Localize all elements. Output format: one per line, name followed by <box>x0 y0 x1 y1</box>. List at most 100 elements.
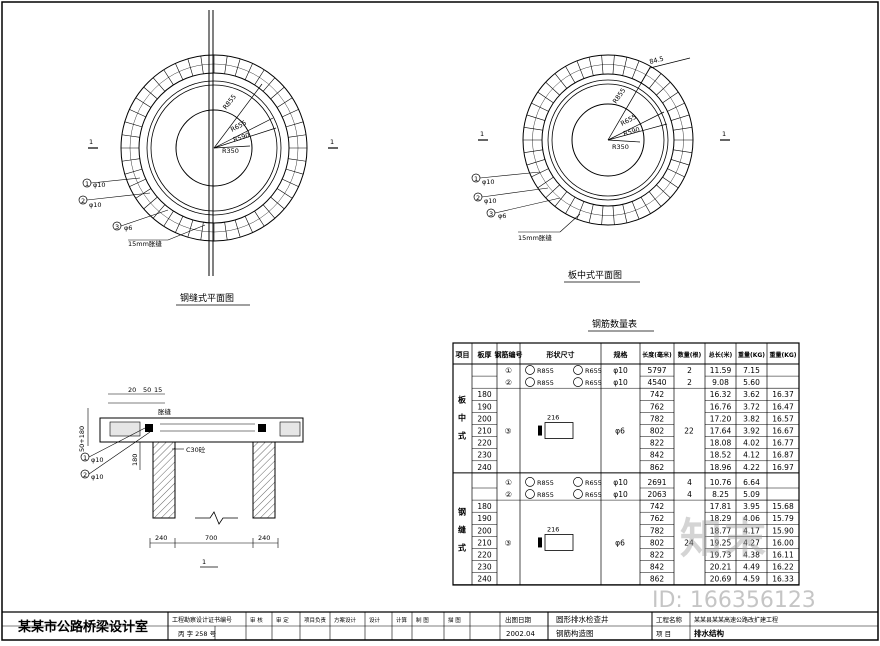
right-plan-view: 84.5 R855 R655 R590 R350 1 1 1 φ10 2 φ10… <box>471 54 730 283</box>
g2-label-char-0: 钢 <box>458 506 466 516</box>
g2-row-4-len: 782 <box>650 526 665 535</box>
brick-joint <box>631 201 640 220</box>
g1-third-no: ③ <box>505 427 512 436</box>
g2-row-1-len: 2063 <box>647 490 666 499</box>
right-radius-label-2: R655 <box>619 113 638 128</box>
g1-third-qty: 22 <box>684 427 694 436</box>
right-dim-label: 84.5 <box>649 55 665 66</box>
date-value: 2002.04 <box>506 630 535 638</box>
section-callout-1-bar: φ10 <box>91 456 104 464</box>
g1-row-1-w1: 5.60 <box>743 378 760 387</box>
left-callout-2-bar: φ10 <box>89 201 102 209</box>
g1-row-1-len: 4540 <box>647 378 666 387</box>
role-label-3: 方案设计 <box>334 616 357 624</box>
g1-row-7-tot: 18.52 <box>710 451 732 460</box>
g1-row-7-w2: 16.87 <box>772 451 794 460</box>
right-callout-3-bar: φ6 <box>498 212 506 220</box>
g2-label-char-1: 缝 <box>458 524 466 534</box>
g2-row-1-no: ② <box>505 490 512 499</box>
item-label: 项 目 <box>656 630 671 638</box>
right-section-mark-left: 1 <box>480 130 484 138</box>
g2-row-7-t: 230 <box>477 563 492 572</box>
g2-row-8-len: 862 <box>650 575 665 584</box>
drawing-name-line-1: 圆形排水检查井 <box>556 614 609 624</box>
g1-row-3-w1: 3.72 <box>743 402 760 411</box>
g2-row-2-w2: 15.68 <box>772 502 794 511</box>
g2-ring-label-b: R655 <box>585 491 602 499</box>
g1-ring-label-a: R855 <box>537 367 554 375</box>
right-callout-2-num: 2 <box>476 194 480 202</box>
watermark-id: ID: 166356123 <box>652 588 816 613</box>
g1-row-1-tot: 9.08 <box>712 378 729 387</box>
g2-row-3-w1: 4.06 <box>743 514 760 523</box>
g1-row-5-tot: 17.64 <box>710 427 732 436</box>
g2-row-0-w1: 6.64 <box>743 478 760 487</box>
g1-row-5-w2: 16.67 <box>772 427 794 436</box>
g2-ring-label-a: R855 <box>537 479 554 487</box>
g1-row-5-w1: 3.92 <box>743 427 760 436</box>
stirrup-hook-icon <box>538 537 542 548</box>
table-title: 钢筋数量表 <box>592 318 637 330</box>
left-callout-1-num: 1 <box>85 180 89 188</box>
g2-row-6-t: 220 <box>477 551 492 560</box>
g2-stirrup-label: 216 <box>547 525 559 533</box>
g2-third-spec: φ6 <box>615 538 625 547</box>
g2-row-1-w1: 5.09 <box>743 490 760 499</box>
section-dim-top-2: 50 <box>143 386 151 394</box>
section-dim-top-3: 15 <box>154 386 162 394</box>
right-callout-1-num: 1 <box>474 175 478 183</box>
title-block: 某某市公路桥梁设计室 工程勘察设计证书编号 丙 字 258 号 审 核审 定项目… <box>2 611 878 640</box>
g1-label-char-2: 式 <box>458 430 466 440</box>
g2-row-1-tot: 8.25 <box>712 490 729 499</box>
g1-row-2-w2: 16.37 <box>772 390 794 399</box>
rebar-table: 钢筋数量表 项目板厚钢筋编号形状尺寸规格长度(毫米)数量(根)总长(米)重量(K… <box>452 318 800 586</box>
left-radius-label-3: R590 <box>232 131 251 144</box>
table-header-2: 钢筋编号 <box>495 350 523 359</box>
g1-row-0-qty: 2 <box>687 366 692 375</box>
g2-ring-label-b: R655 <box>585 479 602 487</box>
right-callout-3-num: 3 <box>489 210 493 218</box>
section-dim-bottom-2: 700 <box>205 534 217 542</box>
g2-row-4-t: 200 <box>477 526 492 535</box>
g1-row-8-len: 862 <box>650 463 665 472</box>
g2-row-2-tot: 17.81 <box>710 502 732 511</box>
g2-ring-label-a: R855 <box>537 491 554 499</box>
g1-row-1-no: ② <box>505 378 512 387</box>
drawing-name-line-2: 钢筋构造图 <box>556 628 594 638</box>
stirrup-hook-icon <box>538 425 542 436</box>
g1-ring-label-a: R855 <box>537 379 554 387</box>
stirrup-shape-icon <box>544 422 574 439</box>
ring-shape-icon <box>573 489 583 499</box>
g1-row-2-w1: 3.62 <box>743 390 760 399</box>
brick-joint <box>631 60 640 79</box>
table-header-8: 重量(KG) <box>738 351 765 359</box>
section-callout-2-num: 2 <box>83 471 87 479</box>
g1-row-3-len: 762 <box>650 402 665 411</box>
section-marker-label: 1 <box>202 558 206 566</box>
g1-stirrup-label: 216 <box>547 414 559 422</box>
g2-row-4-w1: 4.17 <box>743 526 760 535</box>
g2-row-0-len: 2691 <box>647 478 666 487</box>
left-radius-label-4: R350 <box>222 147 239 155</box>
role-label-1: 审 定 <box>276 616 289 624</box>
g1-row-4-w2: 16.57 <box>772 414 794 423</box>
cert-label: 工程勘察设计证书编号 <box>172 616 232 624</box>
left-callout-2-num: 2 <box>81 197 85 205</box>
brick-joint <box>526 159 546 166</box>
section-concrete-label: C30砼 <box>186 445 206 454</box>
table-header-6: 数量(根) <box>678 351 702 359</box>
brick-joint <box>667 168 685 178</box>
brick-joint <box>670 159 690 166</box>
g2-row-1-qty: 4 <box>687 490 692 499</box>
ring-shape-icon <box>573 365 583 375</box>
g2-row-3-t: 190 <box>477 514 492 523</box>
g1-row-7-w1: 4.12 <box>743 451 760 460</box>
g1-row-1-spec: φ10 <box>613 378 628 387</box>
g2-row-6-tot: 19.73 <box>710 551 732 560</box>
g2-row-6-len: 822 <box>650 551 665 560</box>
g2-row-2-len: 742 <box>650 502 665 511</box>
g1-row-2-len: 742 <box>650 390 665 399</box>
g2-row-0-spec: φ10 <box>613 478 628 487</box>
g2-row-4-tot: 18.77 <box>710 526 732 535</box>
